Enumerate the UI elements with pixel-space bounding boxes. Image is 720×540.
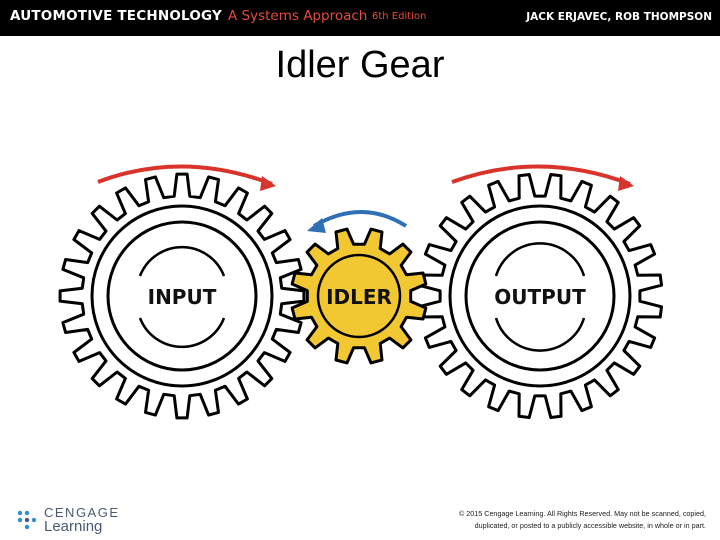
authors: JACK ERJAVEC, ROB THOMPSON <box>526 11 712 23</box>
output-rotation-arrow <box>451 164 631 186</box>
output-label: OUTPUT <box>494 285 586 309</box>
input-gear: INPUT <box>58 172 306 420</box>
output-gear: OUTPUT <box>417 173 663 419</box>
slide-title: Idler Gear <box>275 44 445 86</box>
logo-word-cengage: CENGAGE <box>44 505 120 520</box>
idler-gear: IDLER <box>290 227 428 365</box>
cengage-logo: CENGAGE Learning <box>14 503 124 537</box>
copyright-notice: © 2015 Cengage Learning. All Rights Rese… <box>406 508 706 532</box>
input-label: INPUT <box>148 285 217 309</box>
header-bar: AUTOMOTIVE TECHNOLOGY A Systems Approach… <box>0 0 720 36</box>
idler-rotation-arrow <box>312 210 408 228</box>
copyright-line-1: © 2015 Cengage Learning. All Rights Rese… <box>458 509 706 518</box>
book-edition: 6th Edition <box>372 11 427 22</box>
book-title: AUTOMOTIVE TECHNOLOGY <box>10 8 222 24</box>
input-rotation-arrow <box>97 164 273 186</box>
book-subtitle: A Systems Approach <box>228 8 368 24</box>
logo-word-learning: Learning <box>44 518 103 535</box>
input-arrowhead <box>260 176 276 191</box>
output-arrowhead <box>618 176 634 191</box>
idler-arrowhead <box>307 218 326 233</box>
idler-label: IDLER <box>326 285 392 309</box>
cengage-logo-icon <box>17 510 37 530</box>
copyright-line-2: duplicated, or posted to a publicly acce… <box>474 521 706 530</box>
